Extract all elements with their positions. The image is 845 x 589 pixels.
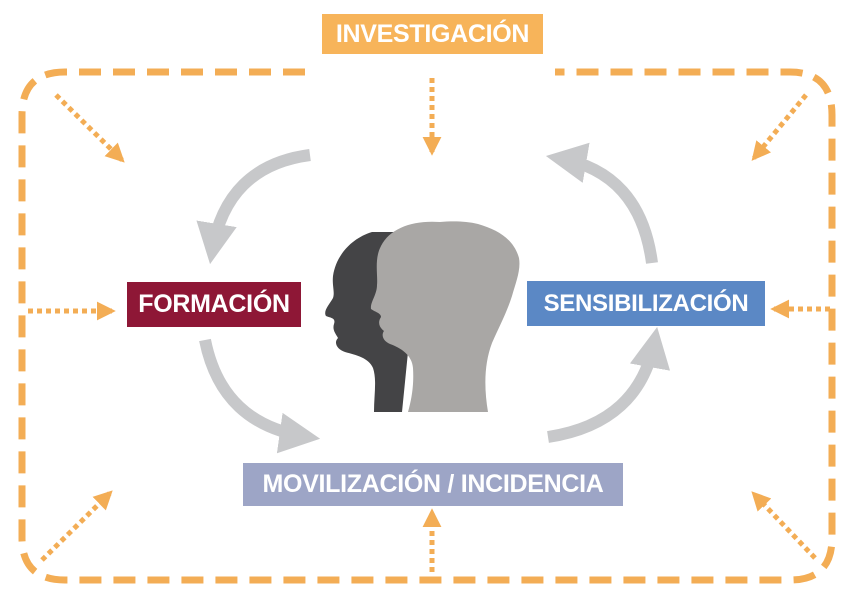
dotted-arrow-icon [751, 491, 817, 560]
two-heads-silhouette-icon [325, 221, 520, 412]
movilizacion-incidencia-label: MOVILIZACIÓN / INCIDENCIA [243, 463, 623, 506]
dashed-frame [18, 68, 836, 584]
sensibilizacion-label: SENSIBILIZACIÓN [527, 281, 765, 326]
curved-arrow-icon [196, 149, 311, 265]
influence-arrows [28, 78, 830, 572]
dotted-arrow-icon [54, 93, 125, 163]
curved-arrow-icon [545, 142, 658, 264]
investigacion-label: INVESTIGACIÓN [322, 14, 543, 54]
formacion-label: FORMACIÓN [127, 282, 301, 327]
curved-arrow-icon [199, 338, 321, 454]
dotted-arrow-icon [40, 490, 113, 562]
cycle-arrows [196, 142, 671, 454]
light-head-silhouette [370, 221, 520, 412]
curved-arrow-icon [547, 326, 671, 443]
dotted-arrow-icon [751, 93, 808, 161]
